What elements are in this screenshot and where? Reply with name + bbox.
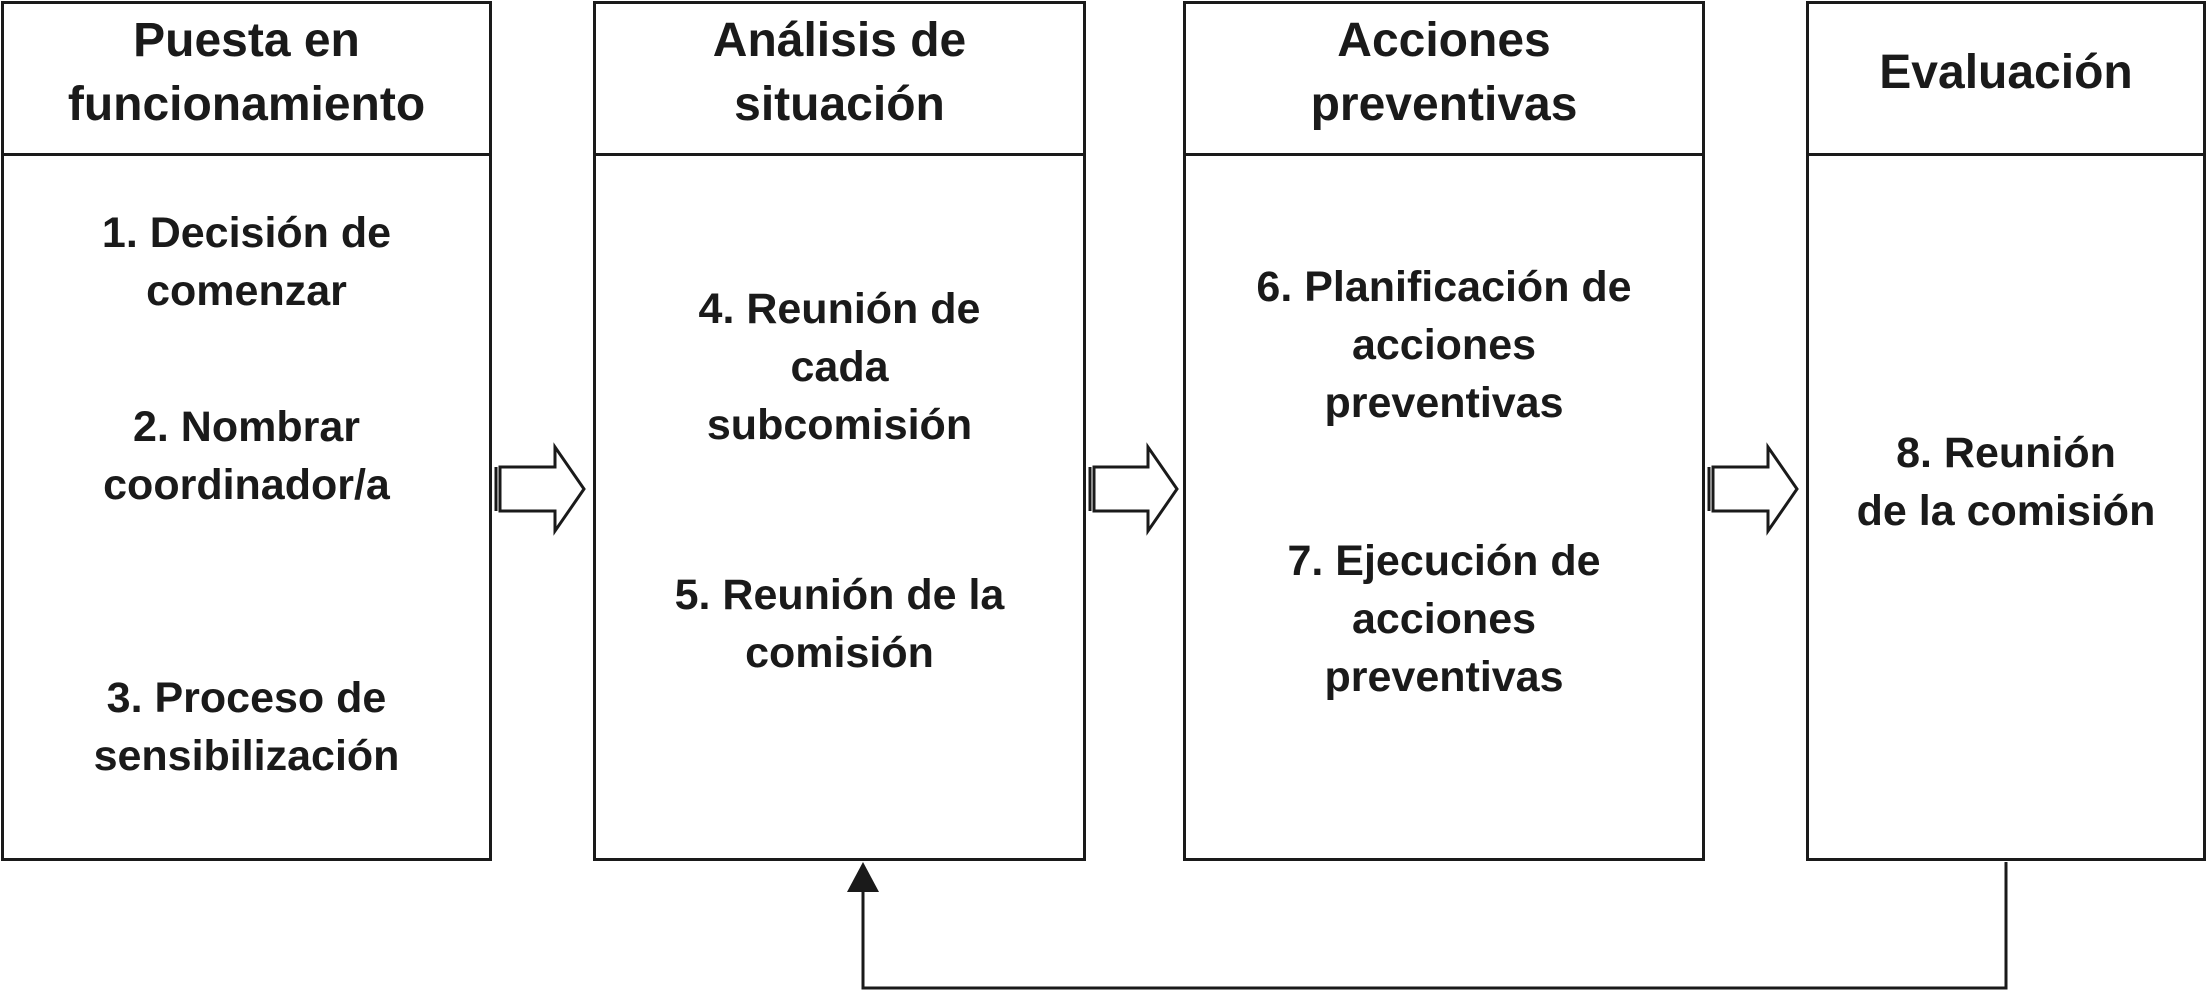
stage-title: Evaluación: [1879, 45, 2133, 99]
step-4: 4. Reunión de cada subcomisión: [698, 285, 981, 449]
arrow-body: [1092, 442, 1179, 536]
feedback-arrowhead: [847, 862, 879, 892]
arrow-stage2-to-stage3: [1088, 442, 1179, 536]
step-2: 2. Nombrar coordinador/a: [103, 403, 390, 509]
stage-header: Evaluación: [1809, 4, 2203, 156]
step-6: 6. Planificación de acciones preventivas: [1256, 263, 1632, 427]
step-5: 5. Reunión de la comisión: [674, 571, 1005, 677]
stage-header: Puesta en funcionamiento: [4, 4, 489, 156]
step-8: 8. Reunión de la comisión: [1856, 429, 2156, 535]
arrow-stage3-to-stage4: [1707, 442, 1799, 536]
stage-puesta-en-funcionamiento: Puesta en funcionamiento 1. Decisión de …: [1, 1, 492, 861]
step-3: 3. Proceso de sensibilización: [93, 674, 400, 780]
stage-header: Análisis de situación: [596, 4, 1083, 156]
stage-evaluacion: Evaluación 8. Reunión de la comisión: [1806, 1, 2206, 861]
stage-analisis-de-situacion: Análisis de situación 4. Reunión de cada…: [593, 1, 1086, 861]
stage-title: Puesta en funcionamiento: [67, 13, 426, 131]
feedback-arrow-stage4-to-stage2: [847, 862, 2008, 990]
feedback-line: [861, 862, 2008, 990]
stage-acciones-preventivas: Acciones preventivas 6. Planificación de…: [1183, 1, 1705, 861]
step-1: 1. Decisión de comenzar: [101, 209, 392, 315]
stage-header: Acciones preventivas: [1186, 4, 1702, 156]
stage-title: Acciones preventivas: [1310, 13, 1578, 131]
step-7: 7. Ejecución de acciones preventivas: [1287, 537, 1601, 701]
arrow-body: [1711, 442, 1799, 536]
stage-title: Análisis de situación: [712, 13, 967, 131]
arrow-stage1-to-stage2: [494, 442, 586, 536]
arrow-body: [498, 442, 586, 536]
